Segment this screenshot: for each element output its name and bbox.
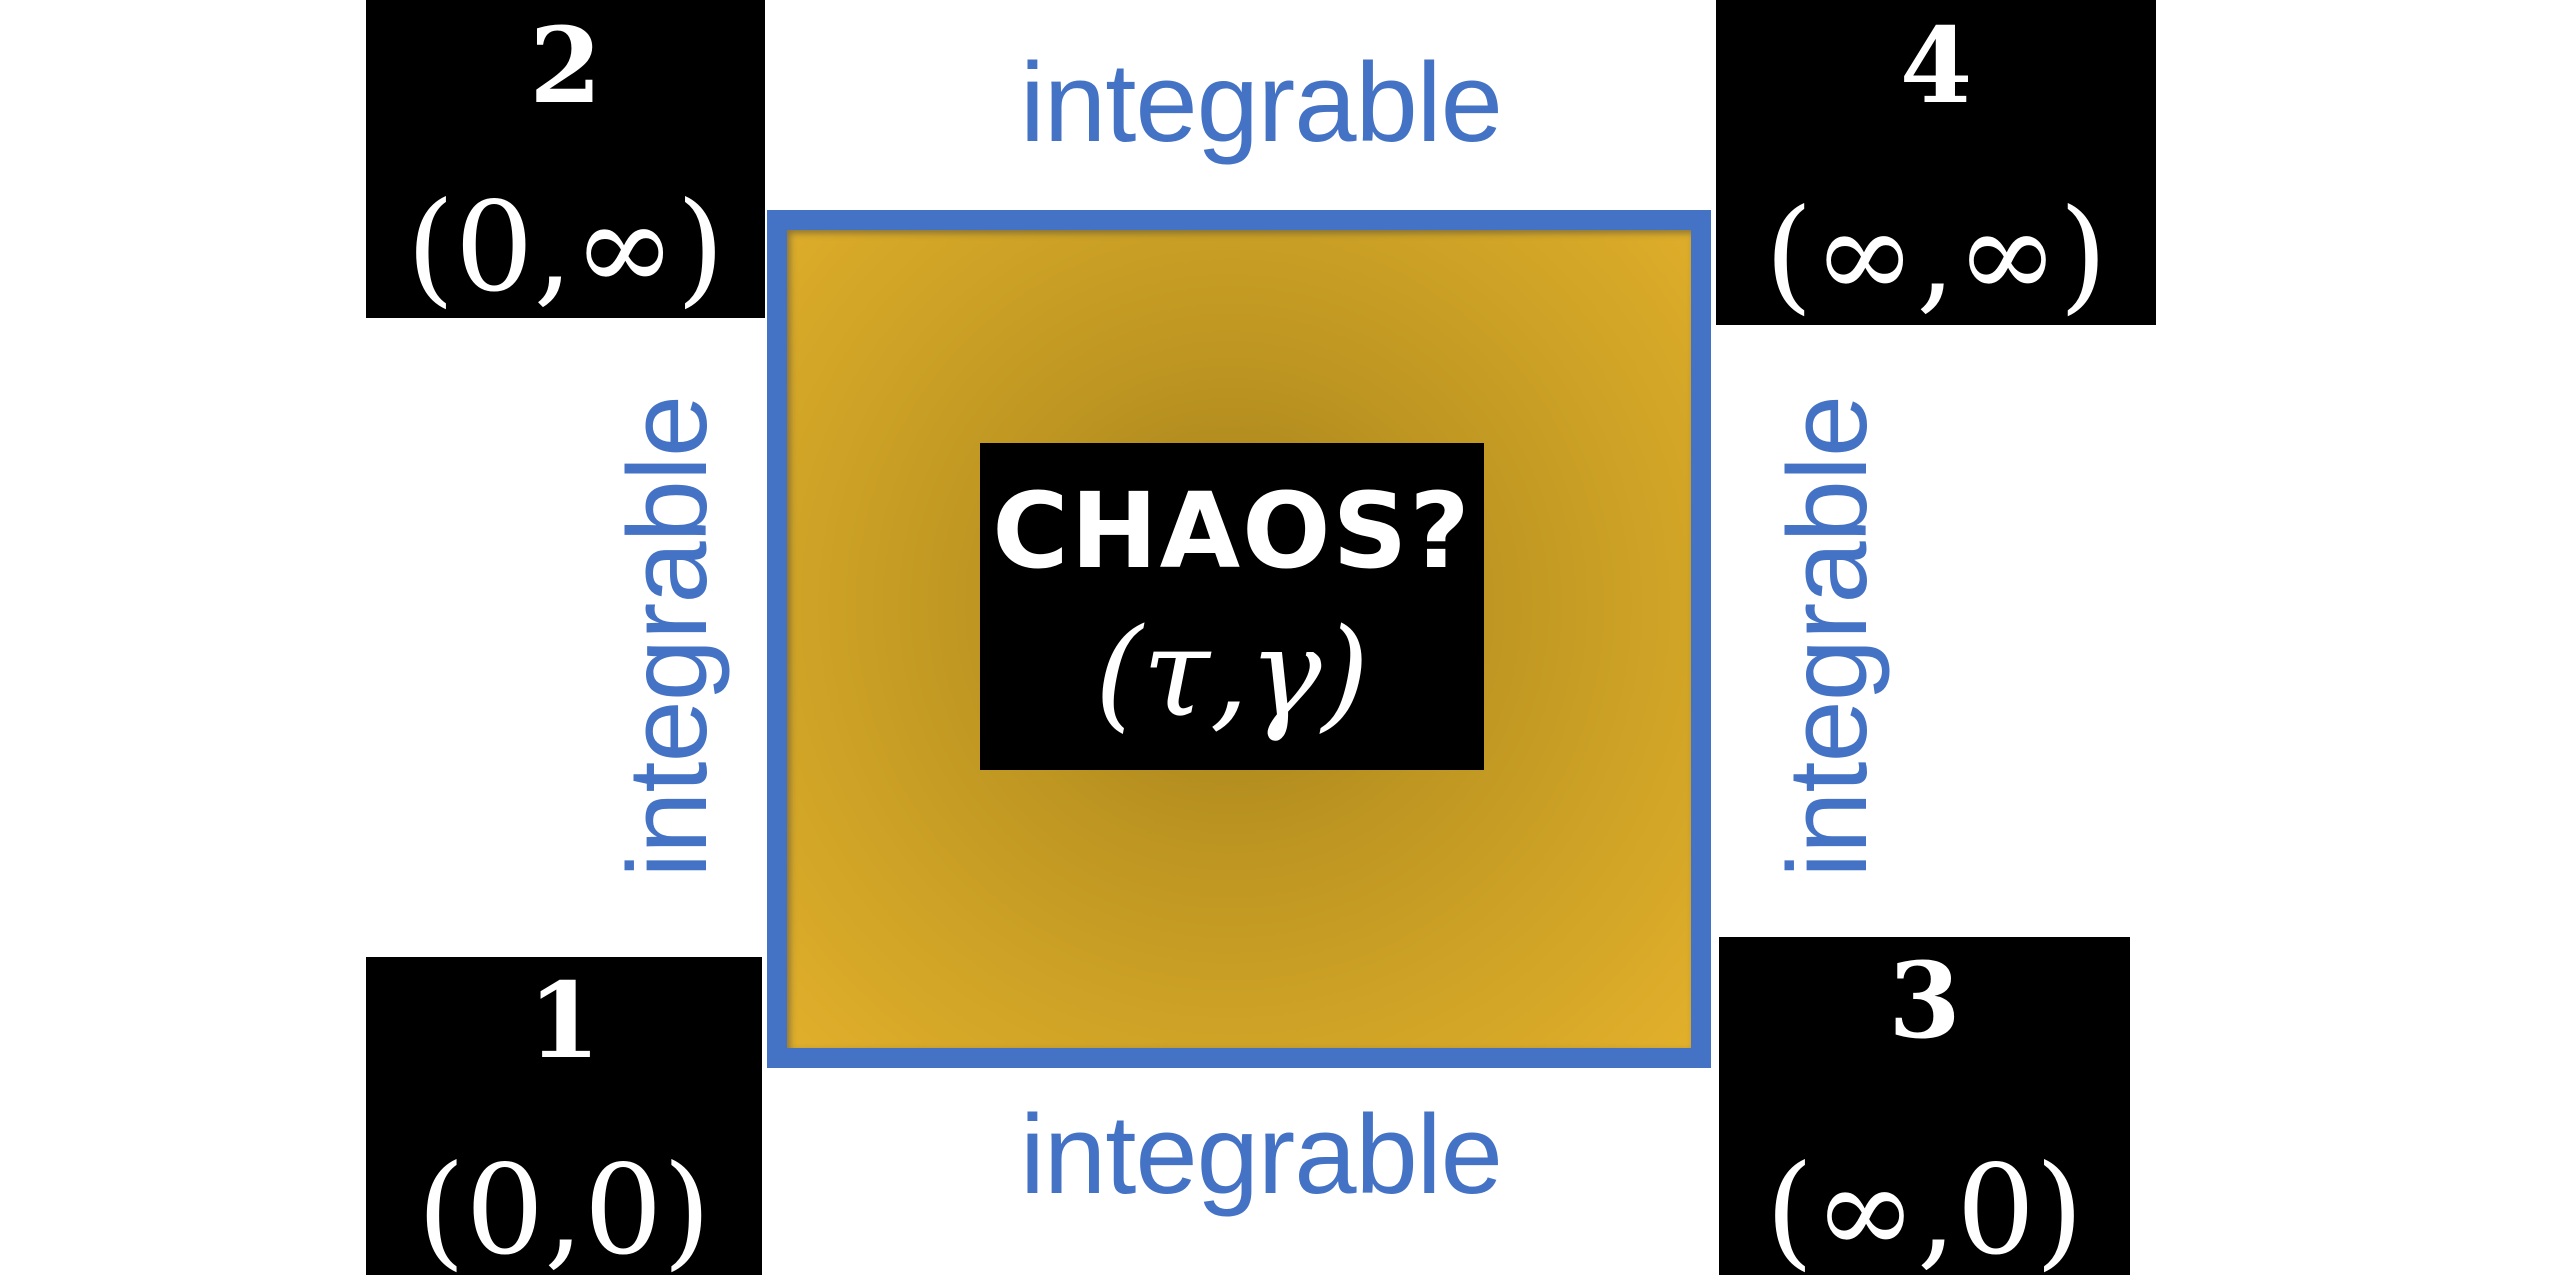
corner-coordinates: (0,0) [417,1139,711,1275]
corner-coordinates: (0,∞) [406,176,725,321]
edge-label-left: integrable [605,395,731,878]
corner-coordinates: (∞,0) [1765,1139,2084,1275]
chaos-box: CHAOS? (τ,γ) [980,443,1484,770]
edge-label-right: integrable [1765,395,1891,878]
corner-number: 1 [527,959,601,1082]
edge-label-bottom: integrable [1020,1092,1503,1217]
corner-coordinates: (∞,∞) [1764,183,2108,328]
corner-box-top-left: 2 (0,∞) [366,0,765,318]
corner-box-bottom-right: 3 (∞,0) [1719,937,2130,1275]
corner-box-bottom-left: 1 (0,0) [366,957,762,1275]
corner-box-top-right: 4 (∞,∞) [1716,0,2156,325]
corner-number: 2 [529,4,602,127]
edge-label-top: integrable [1020,40,1503,165]
chaos-question-label: CHAOS? [992,469,1472,592]
corner-number: 4 [1899,4,1973,127]
corner-number: 3 [1888,939,1961,1062]
chaos-parameters-label: (τ,γ) [1094,602,1370,745]
